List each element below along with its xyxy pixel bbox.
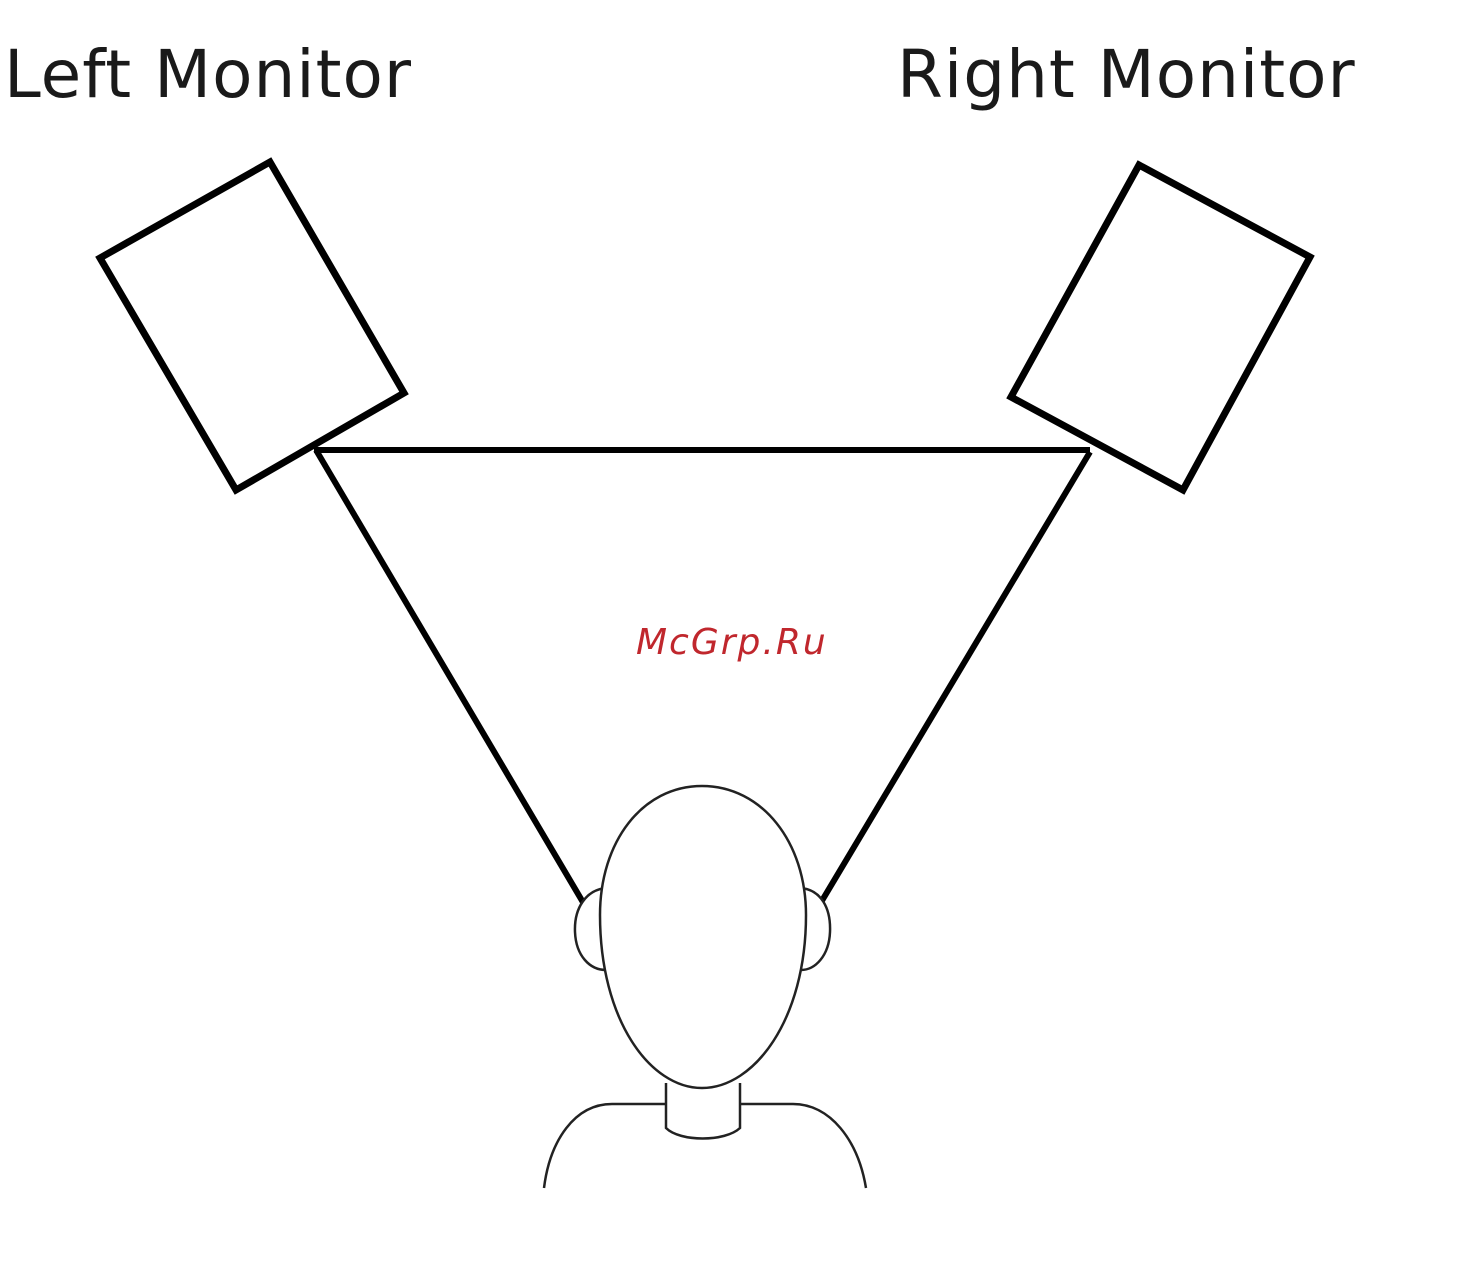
right-monitor-shape [1011, 165, 1310, 490]
right-monitor-to-listener-line [820, 452, 1090, 904]
left-monitor-shape [100, 162, 404, 490]
watermark-text: McGrp.Ru [636, 622, 828, 663]
left-monitor-to-listener-line [316, 450, 584, 904]
neck [666, 1083, 740, 1139]
listener-figure [544, 786, 866, 1188]
head [600, 786, 806, 1088]
shoulders [544, 1104, 866, 1188]
